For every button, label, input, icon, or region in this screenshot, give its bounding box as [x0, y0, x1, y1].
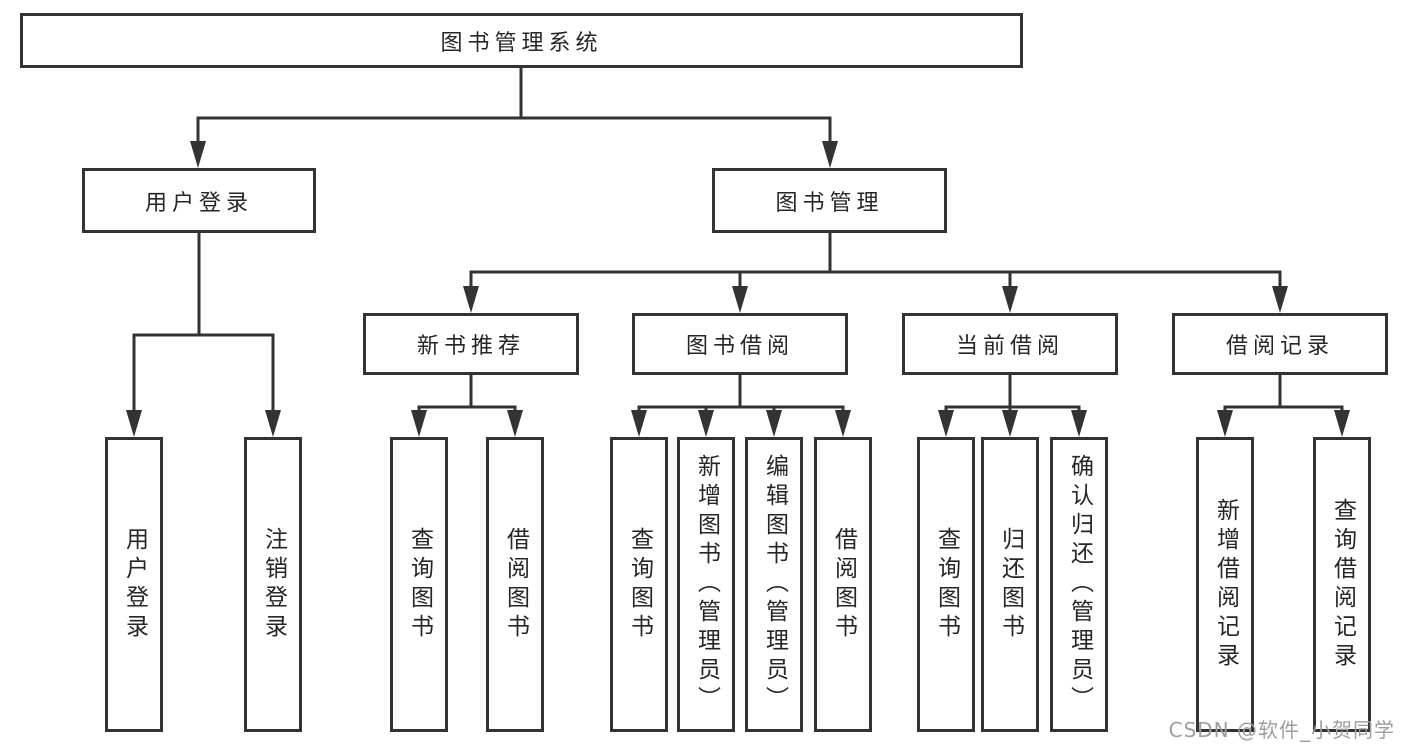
node-book-borrow: 图书借阅 — [632, 313, 848, 375]
leaf-query-book-2: 查询图书 — [610, 437, 668, 732]
leaf-query-borrow-record: 查询借阅记录 — [1313, 437, 1371, 732]
leaf-user-login: 用户登录 — [105, 437, 163, 732]
leaf-return-book: 归还图书 — [981, 437, 1039, 732]
leaf-logout: 注销登录 — [244, 437, 302, 732]
arrowheads — [126, 141, 1350, 437]
leaf-add-borrow-record: 新增借阅记录 — [1196, 437, 1254, 732]
leaf-add-book-admin: 新增图书（管理员） — [677, 437, 735, 732]
node-book-manage: 图书管理 — [712, 168, 947, 233]
csdn-watermark: CSDN @软件_小贺同学 — [1168, 718, 1395, 742]
node-root-system: 图书管理系统 — [20, 13, 1023, 68]
node-user-login: 用户登录 — [82, 168, 316, 233]
leaf-borrow-book-2: 借阅图书 — [814, 437, 872, 732]
leaf-query-book-1: 查询图书 — [390, 437, 448, 732]
leaf-edit-book-admin: 编辑图书（管理员） — [745, 437, 803, 732]
node-new-book-recommend: 新书推荐 — [363, 313, 579, 375]
node-borrow-record: 借阅记录 — [1172, 313, 1388, 375]
leaf-borrow-book-1: 借阅图书 — [486, 437, 544, 732]
leaf-query-book-3: 查询图书 — [917, 437, 975, 732]
leaf-confirm-return-admin: 确认归还（管理员） — [1050, 437, 1108, 732]
node-current-borrow: 当前借阅 — [902, 313, 1118, 375]
